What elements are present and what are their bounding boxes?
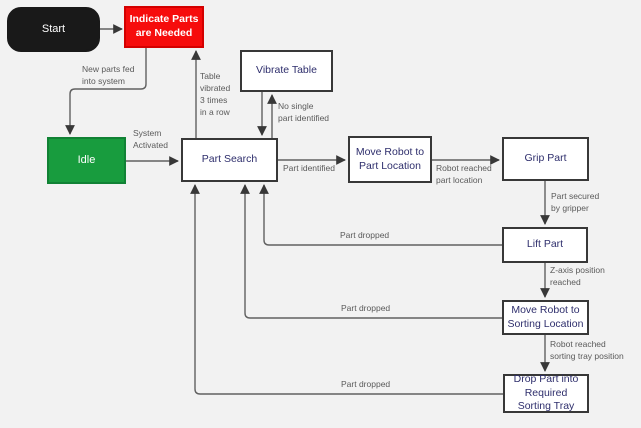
edge-label-system-activated: System Activated bbox=[133, 128, 168, 150]
edge-lift-to-partsearch bbox=[259, 184, 502, 246]
edge-indicate-to-idle bbox=[65, 48, 147, 135]
node-lift-part: Lift Part bbox=[502, 227, 588, 263]
node-indicate-parts-needed: Indicate Parts are Needed bbox=[124, 6, 204, 48]
node-grip-part: Grip Part bbox=[502, 137, 589, 181]
edge-label-table-vibrated: Table vibrated 3 times in a row bbox=[200, 71, 231, 117]
edge-drop-to-partsearch bbox=[190, 184, 503, 395]
edge-label-part-dropped-2: Part dropped bbox=[341, 303, 391, 313]
edge-label-part-dropped-3: Part dropped bbox=[341, 379, 391, 389]
edge-moverobotsorting-to-partsearch bbox=[240, 184, 502, 319]
edge-label-new-parts-fed: New parts fed into system bbox=[82, 64, 135, 86]
edge-label-part-secured: Part secured by gripper bbox=[551, 191, 600, 213]
edge-label-robot-reached-part: Robot reached part location bbox=[436, 163, 492, 185]
edge-label-part-dropped-1: Part dropped bbox=[340, 230, 390, 240]
edge-label-robot-reached-tray: Robot reached sorting tray position bbox=[550, 339, 624, 361]
node-move-robot-sorting-location: Move Robot to Sorting Location bbox=[502, 300, 589, 335]
edge-label-z-axis-reached: Z-axis position reached bbox=[550, 265, 605, 287]
node-move-robot-part-location: Move Robot to Part Location bbox=[348, 136, 432, 183]
node-vibrate-table: Vibrate Table bbox=[240, 50, 333, 92]
node-start: Start bbox=[7, 7, 100, 52]
node-drop-part-sorting-tray: Drop Part into Required Sorting Tray bbox=[503, 373, 589, 413]
edge-label-no-single-part: No single part identified bbox=[278, 101, 330, 123]
node-idle: Idle bbox=[47, 137, 126, 184]
node-part-search: Part Search bbox=[181, 138, 278, 182]
edge-label-part-identified: Part identified bbox=[283, 163, 335, 173]
